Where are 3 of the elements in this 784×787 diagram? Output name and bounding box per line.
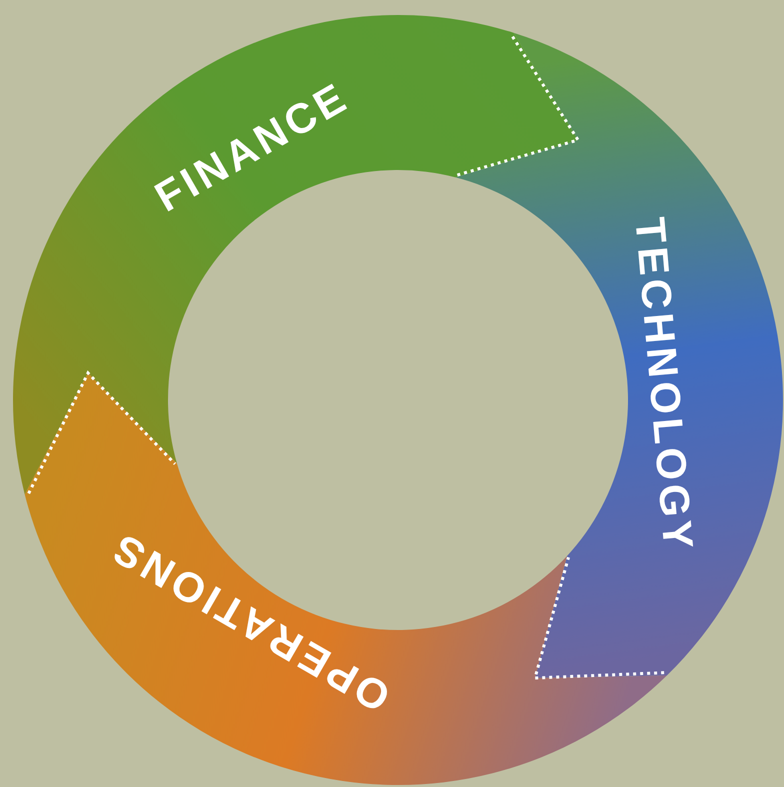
ring-segment bbox=[456, 32, 783, 678]
segment-label: TECHNOLOGY bbox=[628, 216, 700, 554]
ring-segment bbox=[13, 16, 578, 494]
